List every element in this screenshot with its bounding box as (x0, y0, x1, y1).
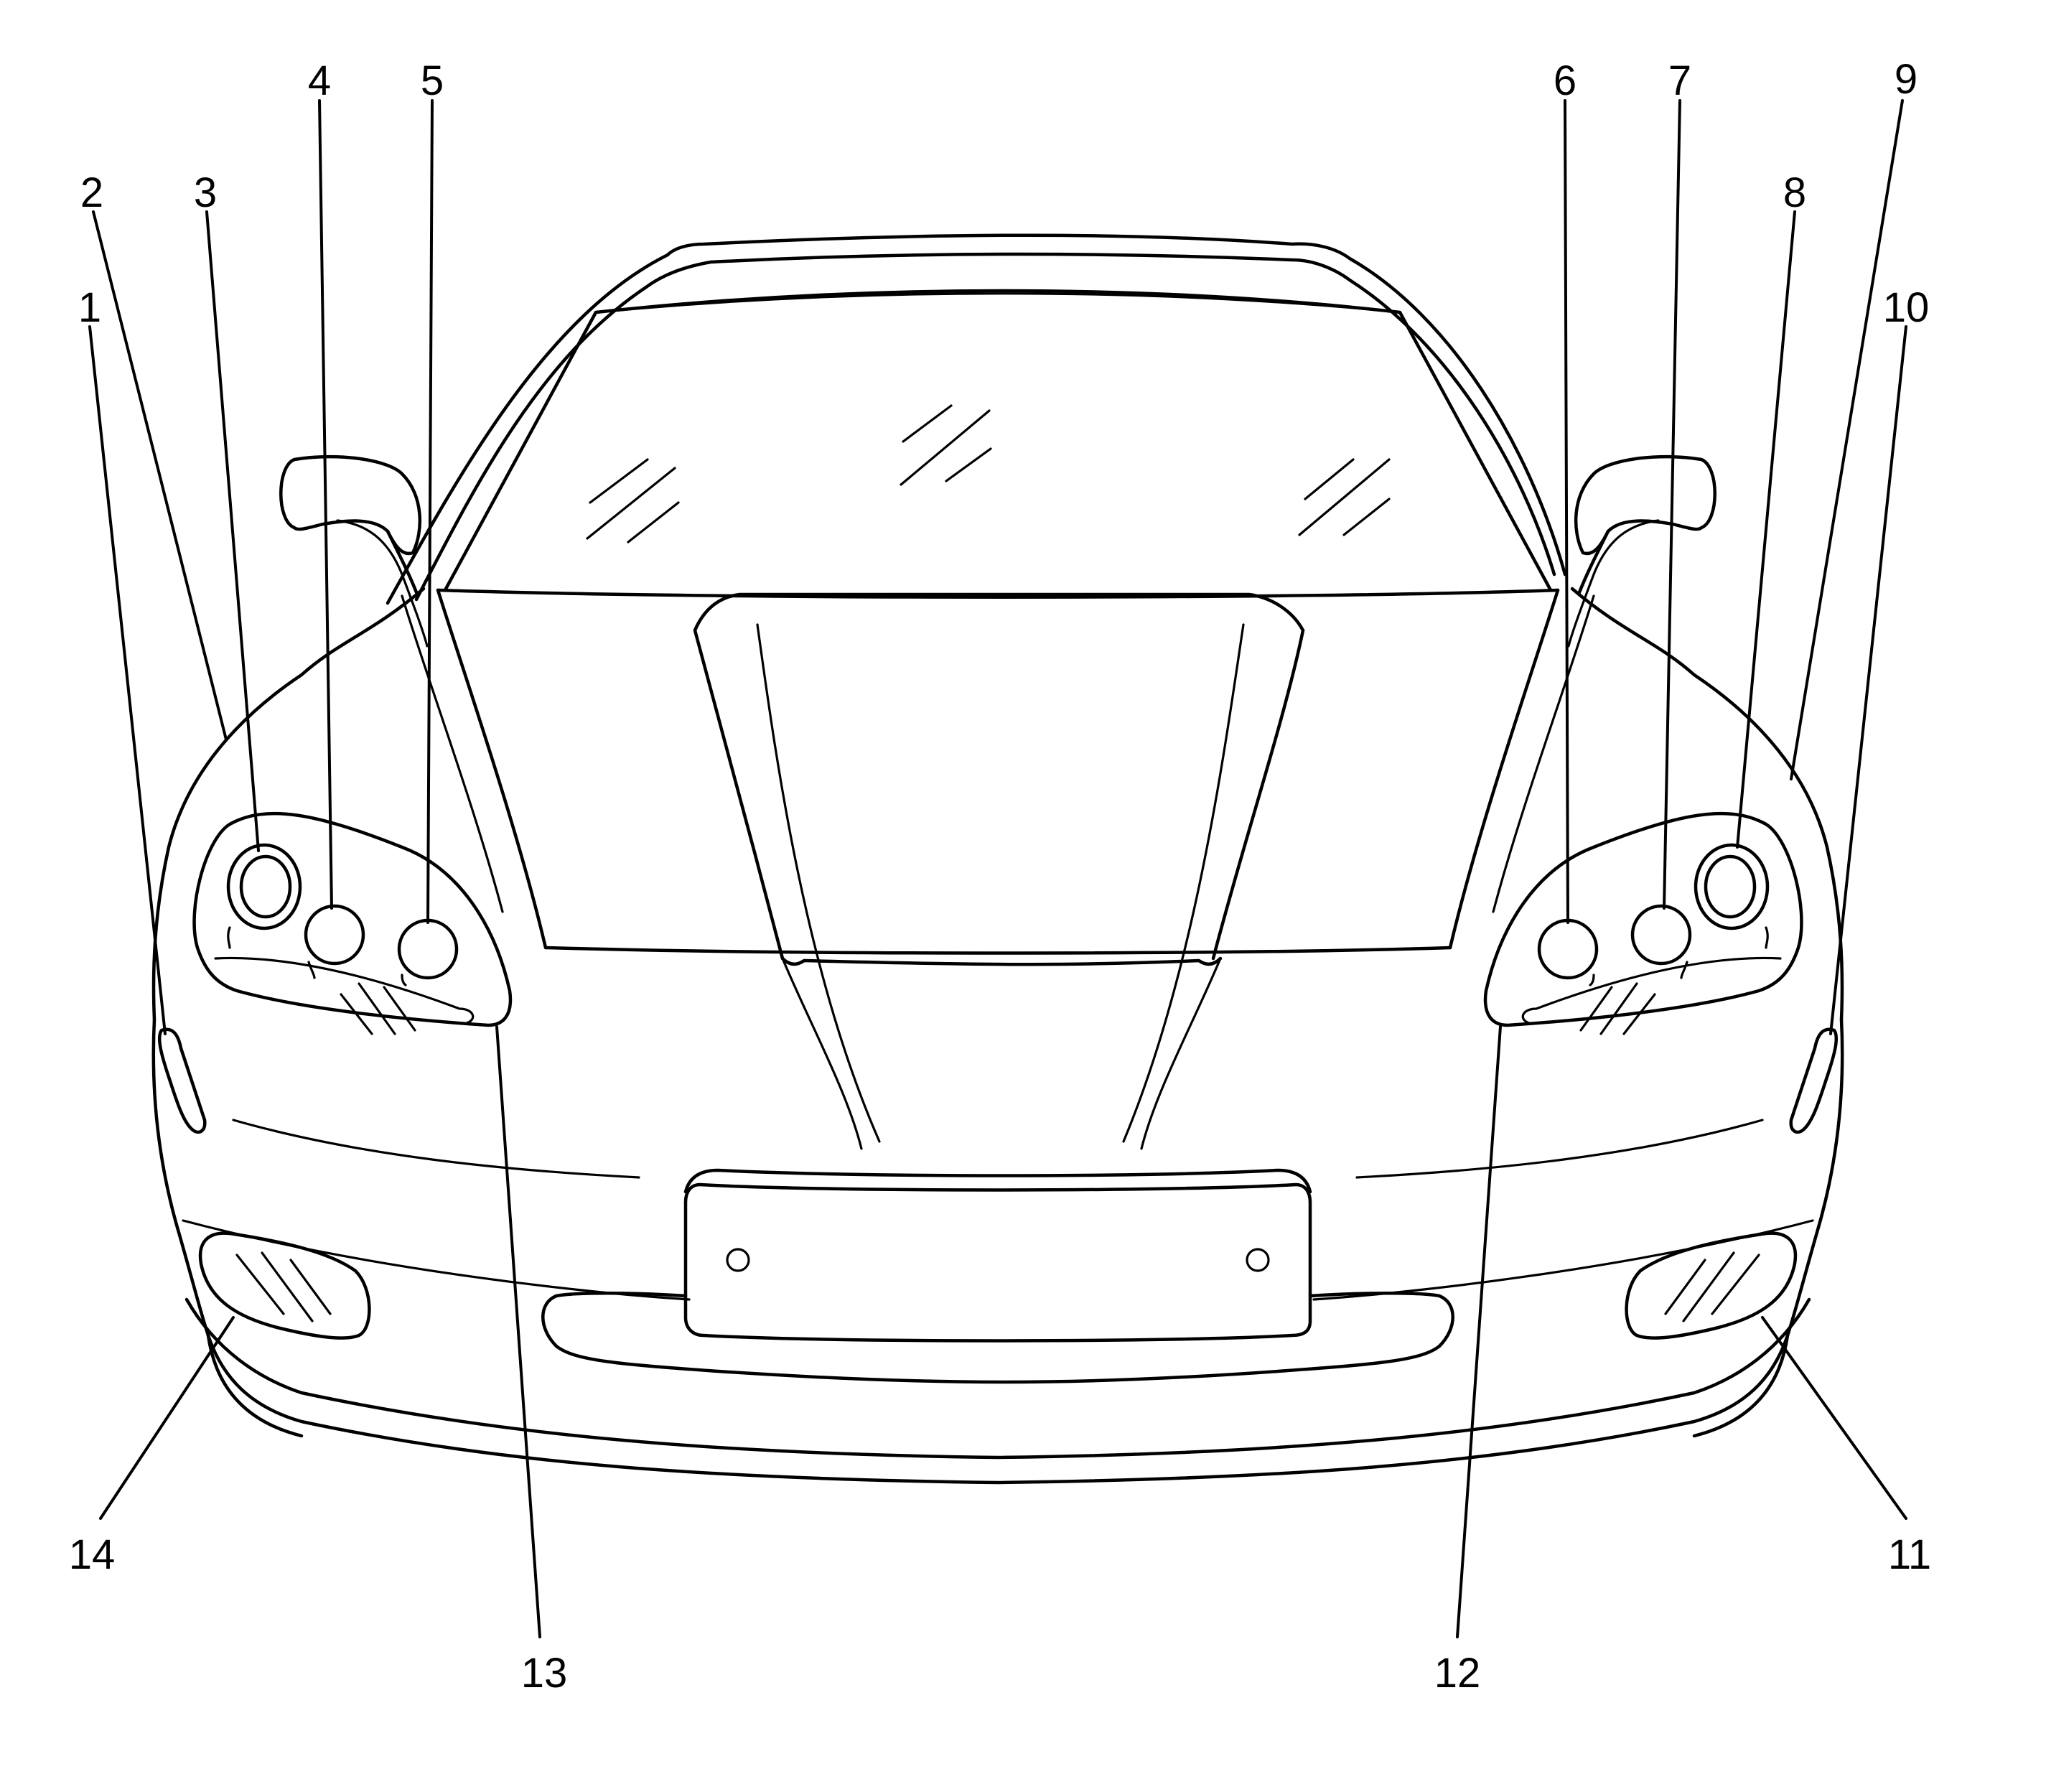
left-side-mirror (279, 454, 429, 648)
callout-6: 6 (1554, 57, 1576, 104)
callout-4: 4 (308, 57, 331, 104)
callout-2: 2 (80, 169, 103, 216)
callout-8: 8 (1783, 169, 1806, 216)
right-headlamp-assembly (1483, 811, 1803, 1035)
callout-11: 11 (1888, 1531, 1931, 1578)
leader-1 (88, 325, 167, 1035)
left-side-marker-lamp (158, 1027, 207, 1134)
callout-14: 14 (69, 1531, 116, 1578)
right-fog-lamp (1625, 1231, 1798, 1340)
callout-13: 13 (521, 1650, 568, 1697)
front-bumper (184, 1292, 1811, 1485)
leader-7 (1663, 99, 1681, 910)
leader-3 (205, 210, 260, 852)
callout-leaders (88, 99, 1907, 1638)
leader-4 (318, 99, 333, 910)
roof-and-windshield (386, 233, 1567, 605)
right-side-mirror (1567, 454, 1716, 648)
callout-12: 12 (1434, 1650, 1481, 1697)
license-plate-bracket (683, 1168, 1312, 1343)
leader-10 (1829, 325, 1907, 1035)
leader-13 (495, 1025, 541, 1638)
left-headlamp-assembly (192, 811, 513, 1035)
callout-labels: 1 2 3 4 5 6 7 8 9 10 11 12 13 14 (69, 56, 1931, 1697)
right-side-marker-lamp (1789, 1027, 1838, 1134)
leader-8 (1736, 210, 1796, 849)
leader-12 (1456, 1025, 1502, 1638)
left-fog-lamp (198, 1231, 371, 1340)
callout-10: 10 (1883, 284, 1930, 331)
callout-9: 9 (1895, 56, 1917, 103)
callout-1: 1 (78, 284, 101, 331)
leader-14 (99, 1316, 235, 1520)
body-outline (151, 587, 1844, 1338)
leader-5 (426, 99, 434, 924)
leader-11 (1761, 1316, 1907, 1520)
windshield-glare (586, 404, 1391, 543)
callout-3: 3 (194, 169, 217, 216)
leader-6 (1564, 99, 1569, 924)
callout-7: 7 (1668, 57, 1691, 104)
callout-5: 5 (421, 57, 444, 104)
hood (401, 588, 1595, 1150)
leader-9 (1790, 99, 1904, 780)
leader-2 (92, 210, 228, 741)
